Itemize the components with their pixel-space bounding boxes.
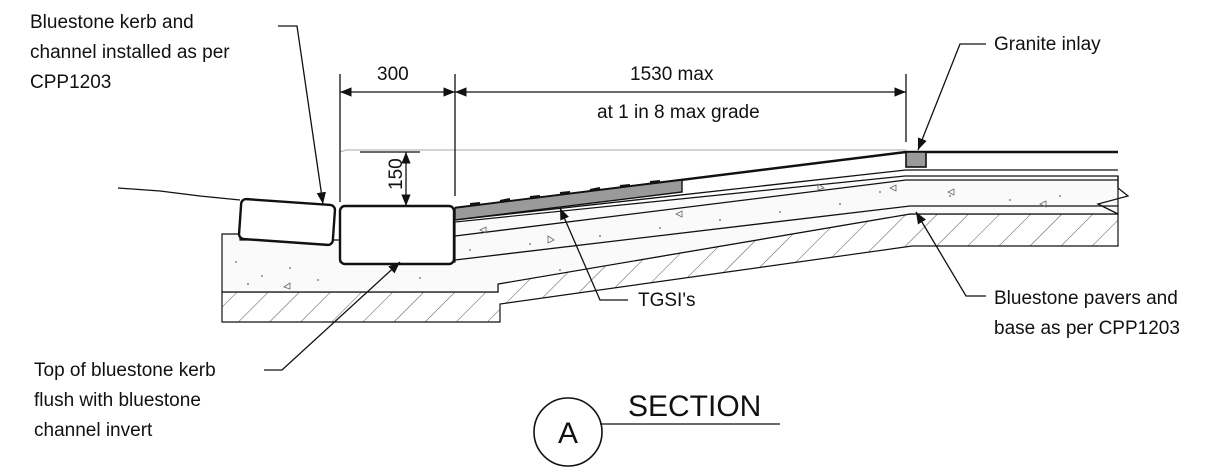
natural-ground-line: [117, 187, 241, 201]
aggregate-stipple: [235, 183, 1061, 290]
kerb-channel-note: Bluestone kerb and channel installed as …: [30, 12, 235, 93]
kerb-top-leader: [264, 261, 401, 371]
footpath-subbase-line: [454, 205, 1118, 261]
dim-1530-label: 1530 max: [630, 64, 714, 85]
footpath-surface-lower: [454, 169, 1118, 221]
grade-label: at 1 in 8 max grade: [597, 102, 760, 123]
dim-300-label: 300: [377, 64, 409, 85]
section-bubble: [533, 397, 603, 467]
pavers-note: Bluestone pavers and base as per CPP1203: [994, 288, 1183, 339]
granite-note: Granite inlay: [994, 34, 1101, 55]
section-letter: A: [558, 417, 578, 450]
pavers-leader: [915, 211, 986, 297]
granite-inlay: [905, 151, 927, 168]
tgsi-leader: [559, 207, 628, 301]
bluestone-kerb: [338, 204, 456, 266]
tgsi-studs: [469, 180, 661, 205]
bluestone-channel: [237, 197, 337, 247]
footpath-base-line: [454, 179, 1118, 237]
kerb-top-note: Top of bluestone kerb flush with bluesto…: [34, 360, 221, 441]
granite-leader: [917, 43, 986, 151]
tgsi-note: TGSI's: [638, 290, 695, 311]
break-line: [1096, 176, 1130, 215]
dim-150-label: 150: [386, 158, 407, 190]
section-title: SECTION: [628, 390, 761, 423]
ramp-ghost-line: [339, 149, 906, 153]
kerb-channel-leader: [278, 25, 326, 205]
